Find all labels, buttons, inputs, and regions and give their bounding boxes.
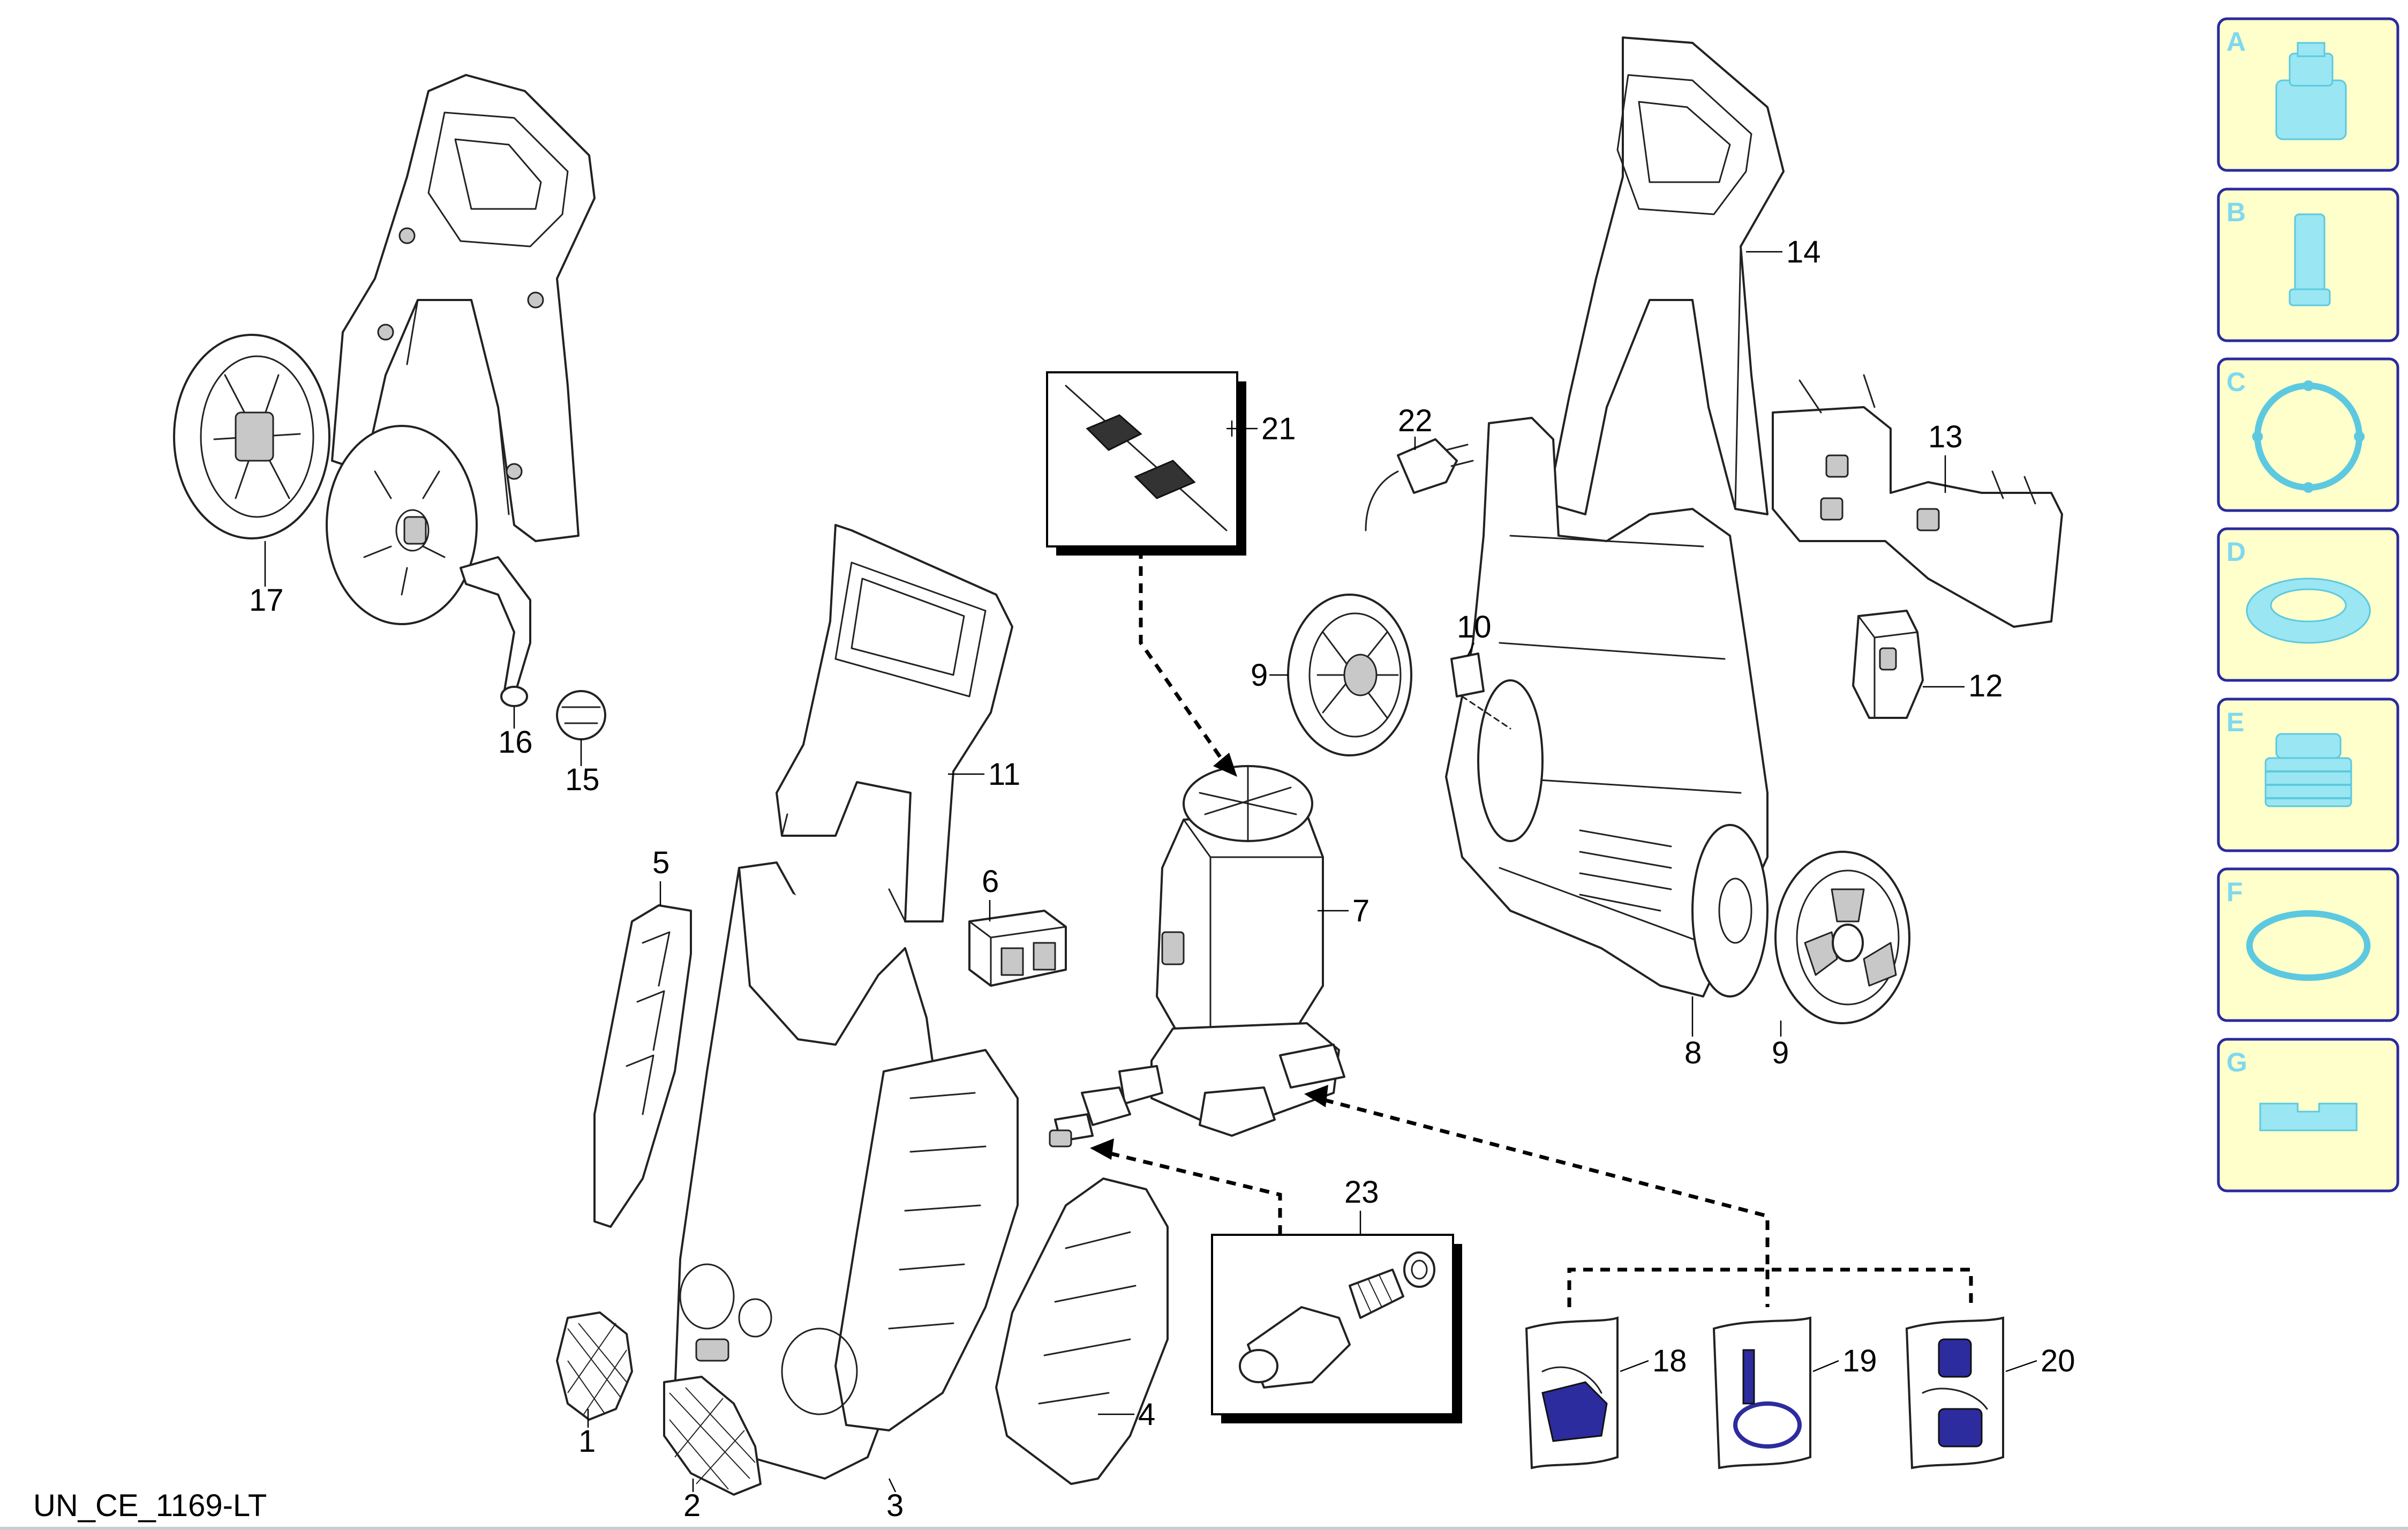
- part-label: 22: [1398, 403, 1433, 438]
- leader-kits-bracket: [1567, 1268, 1973, 1307]
- part-label: 18: [1652, 1344, 1687, 1378]
- leader-23-to-inlet: [1103, 1150, 1282, 1235]
- arrow-23: [1090, 1138, 1114, 1160]
- cylinder-pin-icon: [2289, 213, 2331, 306]
- part-label: 9: [1251, 658, 1268, 693]
- ring-gasket-icon: [2252, 380, 2365, 493]
- side-cell-c[interactable]: C: [2217, 357, 2399, 512]
- seal-kit-bag-19: [1712, 1316, 1811, 1469]
- arrow-kits: [1304, 1085, 1328, 1107]
- side-cell-d[interactable]: D: [2217, 527, 2399, 682]
- part-label: 7: [1352, 894, 1369, 928]
- front-housing: [674, 861, 1019, 1480]
- o-ring-icon: [2246, 910, 2371, 981]
- part-label: 21: [1261, 411, 1296, 446]
- arrow-21: [1213, 753, 1237, 777]
- flat-seal-icon: [2246, 578, 2371, 644]
- brushes-detail-box: [1046, 371, 1246, 556]
- rear-chassis-frame: [1445, 36, 1785, 998]
- part-label: 20: [2041, 1344, 2075, 1378]
- part-label: 10: [1457, 610, 1492, 644]
- side-letter: D: [2226, 537, 2246, 567]
- part-label: 14: [1786, 235, 1821, 269]
- wheel-right: [1774, 851, 1910, 1024]
- part-label: 4: [1138, 1397, 1155, 1432]
- part-label: 16: [498, 725, 533, 760]
- motor-pump-unit: [1118, 765, 1345, 1137]
- axle-clip: [1450, 652, 1511, 730]
- side-letter: C: [2226, 367, 2246, 397]
- crank-knob: [556, 690, 606, 740]
- part-labels: 1 2 3 4 5 6 7 8 9 9 10 11 12 13 14 15 16…: [249, 235, 2075, 1523]
- part-label: 5: [652, 845, 669, 880]
- switch-box: [968, 910, 1067, 987]
- part-label: 2: [683, 1488, 701, 1523]
- part-label: 17: [249, 583, 284, 618]
- side-letter: E: [2226, 707, 2244, 737]
- side-letter: A: [2226, 27, 2246, 57]
- threaded-connector-icon: [2264, 733, 2352, 807]
- side-letter: G: [2226, 1047, 2247, 1077]
- side-cell-a[interactable]: A: [2217, 17, 2399, 172]
- part-label: 9: [1772, 1036, 1789, 1070]
- power-plug: [1365, 438, 1474, 531]
- part-label: 23: [1344, 1175, 1379, 1210]
- reel-crank: [460, 556, 531, 707]
- filter-grille-small: [556, 1311, 633, 1421]
- small-holder-clip: [1852, 610, 1924, 719]
- part-label: 13: [1928, 419, 1963, 454]
- side-cell-g[interactable]: G: [2217, 1038, 2399, 1192]
- side-cell-f[interactable]: F: [2217, 867, 2399, 1022]
- side-cell-e[interactable]: E: [2217, 698, 2399, 852]
- nozzle-cap-icon: [2275, 42, 2347, 140]
- hose-reel-frame: [331, 74, 596, 542]
- right-side-grille: [995, 1178, 1169, 1485]
- drawing-code: UN_CE_1169-LT: [33, 1488, 267, 1523]
- filter-grille-large: [663, 1376, 762, 1496]
- side-panel: A B C D: [2217, 17, 2399, 1192]
- pump-inlet-fitting: [1049, 1086, 1131, 1148]
- part-label: 6: [982, 864, 999, 899]
- part-label: 19: [1842, 1344, 1877, 1378]
- side-letter: F: [2226, 877, 2243, 907]
- part-label: 15: [565, 762, 600, 797]
- part-label: 12: [1968, 669, 2003, 703]
- side-cell-b[interactable]: B: [2217, 188, 2399, 342]
- part-label: 11: [988, 757, 1020, 792]
- part-label: 1: [578, 1424, 596, 1459]
- side-letter: B: [2226, 197, 2246, 227]
- seal-kit-bag-20: [1905, 1316, 2004, 1469]
- reel-drum: [326, 425, 478, 625]
- seal-kit-bag-18: [1525, 1316, 1619, 1469]
- inlet-filter-detail-box: [1211, 1234, 1462, 1423]
- left-side-grille: [593, 904, 692, 1228]
- clip-bracket-icon: [2259, 1102, 2358, 1131]
- front-handle-frame: [776, 524, 1013, 922]
- wheel-left: [1287, 594, 1412, 756]
- part-label: 8: [1684, 1036, 1702, 1070]
- part-label: 3: [886, 1488, 904, 1523]
- reel-side-disc: [173, 334, 330, 539]
- accessory-holder: [1772, 374, 2063, 628]
- leader-21-to-motor: [1139, 549, 1228, 767]
